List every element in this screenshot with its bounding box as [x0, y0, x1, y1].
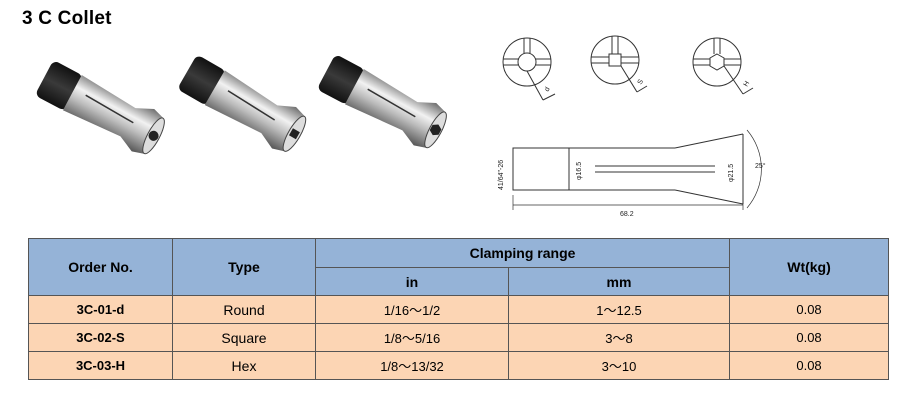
cell-type: Square: [172, 323, 316, 352]
page-title: 3 C Collet: [22, 8, 112, 29]
table-row: 3C-03-H Hex 1/8～13/32 3～10 0.08: [28, 351, 890, 380]
header-type: Type: [172, 238, 316, 296]
end-view-hex: [692, 37, 754, 95]
cell-in: 1/8～13/32: [315, 351, 509, 380]
cell-in: 1/8～5/16: [315, 323, 509, 352]
header-in: in: [315, 267, 509, 296]
end-view-round: [502, 37, 556, 101]
dim-s-label: S: [637, 78, 646, 86]
dim-length-label: 68.2: [620, 211, 634, 218]
side-view: [512, 129, 762, 210]
collet-hex-image: [318, 56, 447, 149]
header-mm: mm: [507, 267, 731, 296]
cell-weight: 0.08: [729, 323, 890, 352]
dim-outer-label: φ21.5: [728, 164, 735, 182]
dim-bore-label: φ16.5: [576, 162, 583, 180]
cell-order: 3C-03-H: [28, 351, 173, 380]
technical-drawing: d S H 41/64"-26 φ16.5 φ21.5 25° 68.2: [498, 35, 766, 218]
cell-mm: 3～8: [507, 323, 731, 352]
end-view-square: [590, 35, 648, 93]
cell-weight: 0.08: [729, 351, 890, 380]
spec-table: Order No. Type Clamping range Wt(kg) in …: [28, 238, 890, 380]
cell-order: 3C-01-d: [28, 295, 173, 324]
header-order: Order No.: [28, 238, 173, 296]
table-row: 3C-01-d Round 1/16～1/2 1～12.5 0.08: [28, 295, 890, 324]
table-row: 3C-02-S Square 1/8～5/16 3～8 0.08: [28, 323, 890, 352]
dim-d-label: d: [544, 86, 552, 93]
cell-order: 3C-02-S: [28, 323, 173, 352]
cell-mm: 3～10: [507, 351, 731, 380]
header-row: Order No. Type Clamping range Wt(kg): [28, 238, 890, 296]
header-weight: Wt(kg): [729, 238, 890, 296]
cell-in: 1/16～1/2: [315, 295, 509, 324]
dim-h-label: H: [743, 80, 752, 88]
header-clamping-range: Clamping range: [314, 238, 731, 268]
dim-angle-label: 25°: [755, 162, 766, 170]
collet-square-image: [179, 56, 307, 152]
collet-photos: [36, 56, 447, 155]
collet-round-image: [36, 62, 165, 155]
cell-mm: 1～12.5: [507, 295, 731, 324]
dim-thread-label: 41/64"-26: [498, 160, 505, 190]
cell-type: Round: [172, 295, 316, 324]
cell-type: Hex: [172, 351, 316, 380]
cell-weight: 0.08: [729, 295, 890, 324]
